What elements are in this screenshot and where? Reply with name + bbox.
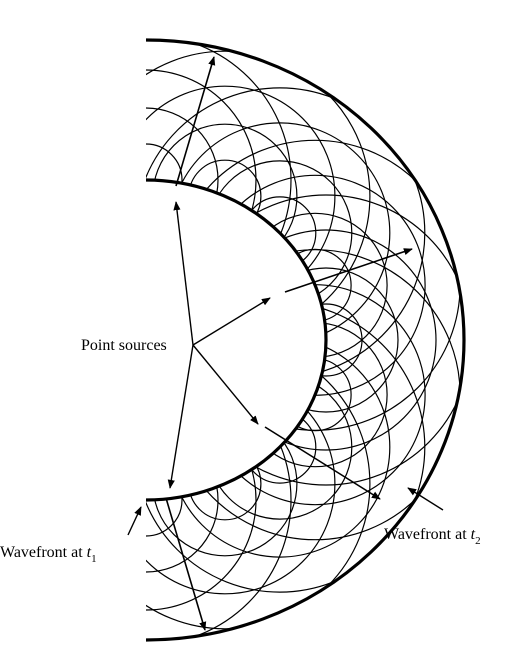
pointer-arrow-upper-source: [192, 297, 271, 346]
wavefront-t1-subscript: 1: [91, 553, 97, 565]
wavefront-t1-variable: t: [87, 544, 92, 561]
wavelet-ring: [146, 354, 292, 640]
wavefront-t1-text: Wavefront at: [0, 544, 87, 561]
wavelet-ring: [146, 107, 219, 253]
wavelet-ring: [146, 427, 219, 573]
point-source-pointers: [167, 201, 271, 489]
wavelet-ring: [146, 40, 292, 326]
wavefront-t1-pointer: [127, 506, 142, 536]
propagation-arrow-upper-right: [284, 248, 413, 293]
wavelet-ring: [146, 143, 183, 217]
propagation-arrows: [165, 56, 413, 631]
propagation-arrow-lower-right: [264, 426, 381, 500]
pointer-arrow-lower-source: [192, 344, 259, 425]
propagation-arrow-top: [175, 56, 216, 187]
wavefront-t2-pointer: [407, 487, 444, 511]
wavefront-t2-text: Wavefront at: [384, 526, 471, 543]
wavefront-t2-subscript: 2: [475, 535, 481, 547]
wavelet-ring: [146, 463, 183, 537]
wavefront-t1-label: Wavefront at t1: [0, 544, 97, 565]
wavefront-t2-variable: t: [471, 526, 476, 543]
point-sources-label: Point sources: [81, 337, 167, 354]
pointer-arrow-bottom-source: [167, 344, 194, 489]
wavefront-t2-label: Wavefront at t2: [384, 526, 481, 547]
wavelet-ring: [146, 389, 257, 611]
propagation-arrow-bottom: [165, 497, 207, 631]
pointer-arrow-top-source: [173, 201, 194, 346]
wavefront-t2-curve: [145, 38, 466, 642]
wavefront-t1-curve: [145, 178, 328, 502]
wavelet-ring: [146, 69, 257, 291]
